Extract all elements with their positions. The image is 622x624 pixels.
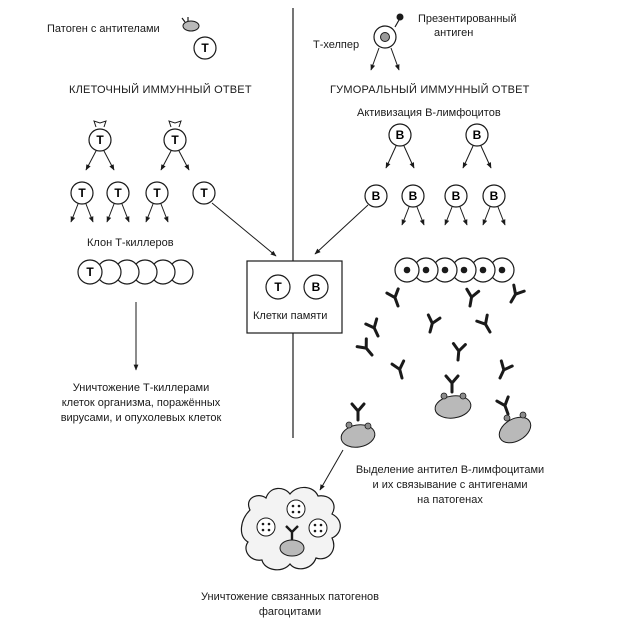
svg-text:Т: Т: [171, 133, 179, 147]
antibody-secretion-label-2: и их связывание с антигенами: [372, 479, 528, 491]
svg-text:Т: Т: [96, 133, 104, 147]
arrow-to-phagocyte: [319, 449, 344, 491]
svg-text:В: В: [473, 128, 482, 142]
svg-text:Т: Т: [200, 186, 208, 200]
presented-antigen-dot: [396, 13, 404, 21]
free-antibodies: [355, 283, 526, 383]
arrow-b-to-memory: [314, 204, 369, 255]
t-helper-core: [380, 32, 390, 42]
t-cell-top: [193, 36, 217, 60]
svg-text:В: В: [490, 189, 499, 203]
plasma-cell-chain: [394, 257, 515, 283]
pathogen-with-antibodies-label: Патоген с антителами: [47, 23, 160, 35]
svg-text:В: В: [452, 189, 461, 203]
phagocyte-destruction-label-2: фагоцитами: [258, 606, 322, 618]
t-killer-destruction-label-2: клеток организма, поражённых: [61, 397, 221, 409]
activated-t-cell-1: Т: [88, 120, 112, 152]
svg-text:Т: Т: [78, 186, 86, 200]
memory-t-letter: Т: [274, 280, 282, 294]
t-killer-clone-chain: [77, 259, 194, 285]
activated-t-cell-2: Т: [163, 120, 187, 152]
svg-text:В: В: [372, 189, 381, 203]
memory-b-letter: В: [312, 280, 321, 294]
t-cell-top-letter: Т: [201, 41, 209, 55]
t-helper-label: Т-хелпер: [313, 39, 360, 51]
t-cell-row: [70, 181, 216, 205]
phagocyte-destruction-label-1: Уничтожение связанных патогенов: [201, 591, 379, 603]
svg-text:В: В: [396, 128, 405, 142]
bound-pathogens: [340, 374, 532, 448]
presented-antigen-label-1: Презентированный: [418, 13, 517, 25]
b-lymphocyte-activation-label: Активизация В-лимфоцитов: [357, 107, 501, 119]
arrow-helper-right: [390, 47, 400, 71]
svg-text:Т: Т: [86, 265, 94, 279]
cellular-immune-response-heading: КЛЕТОЧНЫЙ ИММУННЫЙ ОТВЕТ: [69, 84, 252, 96]
arrow-helper-left: [370, 47, 380, 71]
antibody-secretion-label-1: Выделение антител В-лимфоцитами: [355, 464, 545, 476]
presented-antigen-label-2: антиген: [434, 27, 474, 39]
t-killer-destruction-label-3: вирусами, и опухолевых клеток: [60, 412, 222, 424]
memory-cells-box: [246, 260, 343, 334]
svg-text:Т: Т: [114, 186, 122, 200]
phagocyte: [240, 486, 341, 571]
memory-cells-label: Клетки памяти: [253, 310, 328, 322]
humoral-immune-response-heading: ГУМОРАЛЬНЫЙ ИММУННЫЙ ОТВЕТ: [330, 84, 530, 96]
svg-text:В: В: [409, 189, 418, 203]
b-cell-row: [364, 184, 506, 208]
antibody-secretion-label-3: на патогенах: [417, 494, 483, 506]
arrow-t-to-memory: [211, 202, 277, 257]
activated-b-cell-2: В: [465, 123, 489, 147]
svg-text:Т: Т: [153, 186, 161, 200]
activated-b-cell-1: В: [388, 123, 412, 147]
t-killer-clone-label: Клон Т-киллеров: [87, 237, 174, 249]
t-killer-destruction-label-1: Уничтожение Т-киллерами: [72, 382, 210, 394]
pathogen-with-antibody: [182, 20, 200, 32]
